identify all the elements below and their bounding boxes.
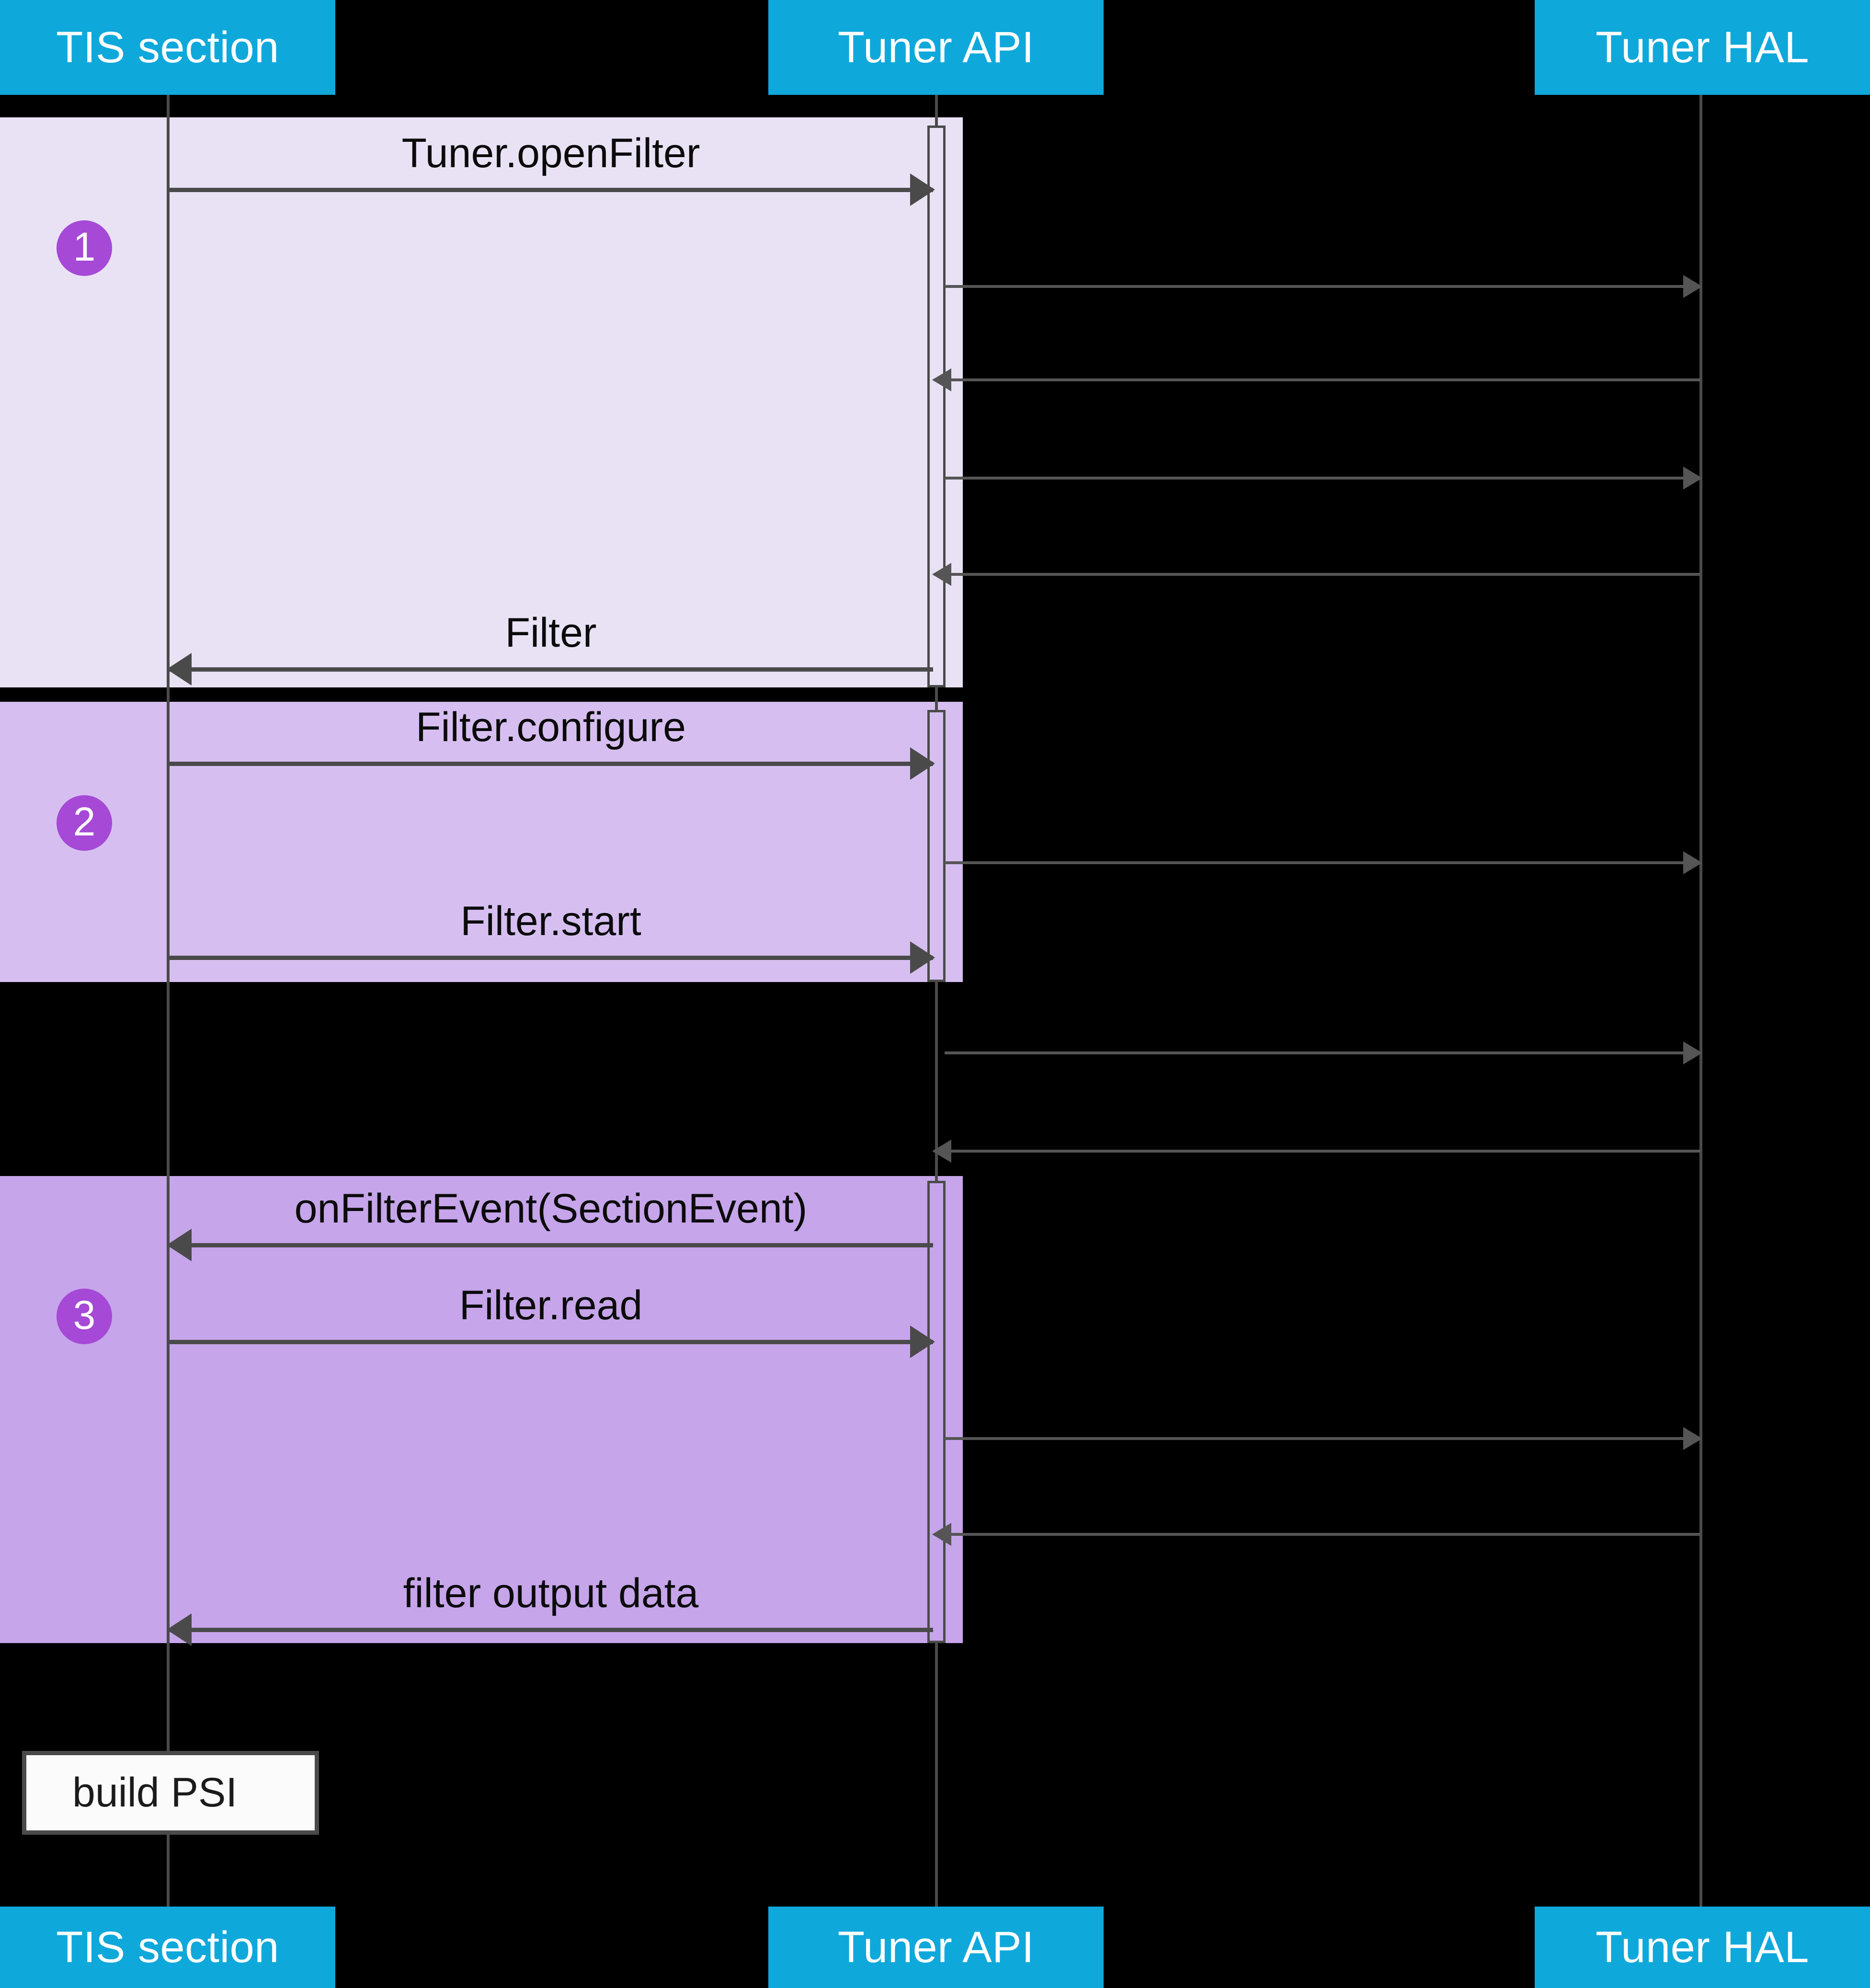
lifeline-tuner-api	[935, 95, 938, 1907]
arrowhead-right-icon	[1683, 467, 1702, 490]
arrowhead-right-icon	[910, 1325, 935, 1358]
participant-label: Tuner HAL	[1596, 1922, 1809, 1972]
activation-bar-api-3	[927, 1181, 946, 1643]
participant-header-tuner-api[interactable]: Tuner API	[768, 0, 1104, 95]
arrowhead-left-icon	[932, 1523, 951, 1546]
participant-footer-tis-section[interactable]: TIS section	[0, 1907, 335, 1988]
arrowhead-right-icon	[1683, 275, 1702, 298]
participant-header-tis-section[interactable]: TIS section	[0, 0, 335, 95]
arrowhead-right-icon	[910, 941, 935, 974]
arrowhead-right-icon	[910, 747, 935, 780]
participant-label: Tuner API	[837, 1922, 1035, 1972]
message-line	[934, 573, 1700, 576]
message-line	[934, 1150, 1700, 1153]
message-line	[169, 188, 933, 192]
message-label: filter output data	[403, 1570, 699, 1616]
message-line	[169, 956, 933, 960]
message-line	[934, 1533, 1700, 1536]
note-build-psi: build PSI	[22, 1751, 319, 1835]
participant-label: Tuner API	[837, 23, 1035, 72]
message-line	[169, 667, 933, 672]
message-label: Filter.start	[460, 898, 641, 944]
step-badge-3-label: 3	[73, 1292, 96, 1337]
message-line	[169, 762, 933, 766]
participant-label: TIS section	[56, 23, 279, 72]
step-badge-3: 3	[57, 1289, 112, 1344]
participant-label: Tuner HAL	[1596, 23, 1809, 72]
arrowhead-left-icon	[932, 1140, 951, 1163]
message-line	[934, 378, 1700, 381]
step-badge-1: 1	[57, 220, 112, 276]
step-badge-2-label: 2	[73, 799, 96, 844]
message-line	[945, 1051, 1700, 1054]
arrowhead-left-icon	[167, 653, 192, 686]
step-badge-1-label: 1	[73, 224, 96, 269]
message-line	[169, 1340, 933, 1344]
message-label: Tuner.openFilter	[401, 130, 700, 176]
arrowhead-left-icon	[167, 1229, 192, 1261]
message-label: Filter	[505, 610, 597, 656]
message-line	[945, 1437, 1700, 1440]
participant-label: TIS section	[56, 1922, 279, 1972]
activation-bar-api-1	[927, 126, 946, 687]
message-line	[945, 477, 1700, 480]
message-line	[945, 861, 1700, 864]
arrowhead-right-icon	[1683, 851, 1702, 874]
arrowhead-left-icon	[932, 368, 951, 391]
group-3-background	[0, 1176, 963, 1643]
message-label: Filter.configure	[415, 704, 686, 750]
message-line	[945, 285, 1700, 288]
participant-footer-tuner-api[interactable]: Tuner API	[768, 1907, 1104, 1988]
arrowhead-right-icon	[1683, 1427, 1702, 1450]
message-label: Filter.read	[459, 1282, 643, 1328]
message-line	[169, 1628, 933, 1632]
lifeline-tuner-hal	[1699, 95, 1702, 1907]
message-label: onFilterEvent(SectionEvent)	[294, 1186, 808, 1232]
arrowhead-left-icon	[932, 563, 951, 586]
arrowhead-right-icon	[1683, 1041, 1702, 1064]
arrowhead-left-icon	[167, 1613, 192, 1646]
participant-header-tuner-hal[interactable]: Tuner HAL	[1535, 0, 1870, 95]
participant-footer-tuner-hal[interactable]: Tuner HAL	[1535, 1907, 1870, 1988]
group-2-background	[0, 702, 963, 982]
message-line	[169, 1243, 933, 1247]
arrowhead-right-icon	[910, 173, 935, 206]
note-build-psi-label: build PSI	[72, 1770, 238, 1816]
group-1-background	[0, 117, 963, 687]
lifeline-tis-section	[167, 95, 170, 1907]
step-badge-2: 2	[57, 795, 112, 851]
